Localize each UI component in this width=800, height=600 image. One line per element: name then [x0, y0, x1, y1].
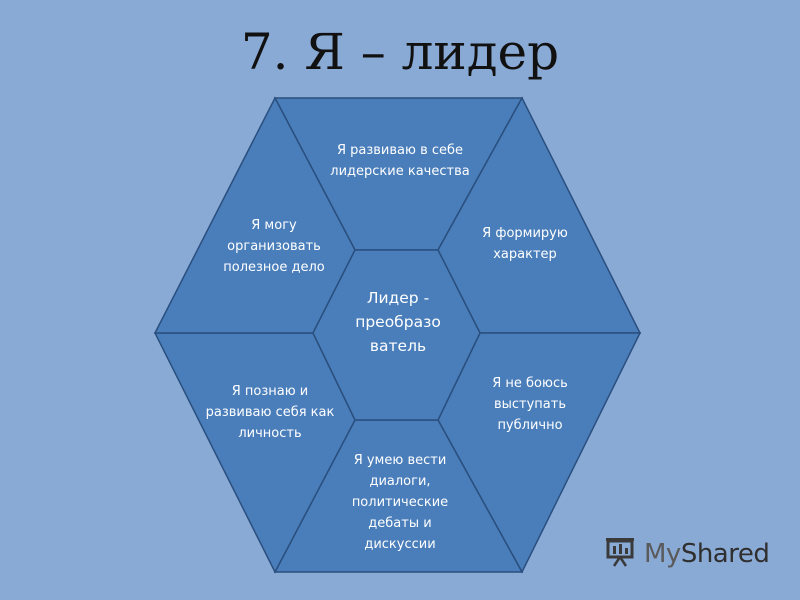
segment-lower-right-label: Я не боюсь выступать публично — [492, 375, 568, 433]
myshared-logo-text: MyShared — [644, 539, 770, 569]
center-hexagon — [312, 249, 481, 421]
segment-top-label: Я развиваю в себе лидерские качества — [330, 143, 470, 179]
slide-title: 7. Я – лидер — [240, 23, 560, 81]
segment-upper-right-label: Я формирую характер — [482, 226, 568, 262]
segment-upper-left-label: Я могу организовать полезное дело — [223, 217, 325, 275]
segment-lower-left-label: Я познаю и развиваю себя как личность — [205, 383, 335, 441]
segment-bottom-label: Я умею вести диалоги, политические дебат… — [351, 452, 449, 552]
presentation-board-icon — [604, 535, 638, 573]
myshared-logo: MyShared — [604, 534, 770, 574]
center-label: Лидер - преобразо ватель — [355, 289, 441, 355]
